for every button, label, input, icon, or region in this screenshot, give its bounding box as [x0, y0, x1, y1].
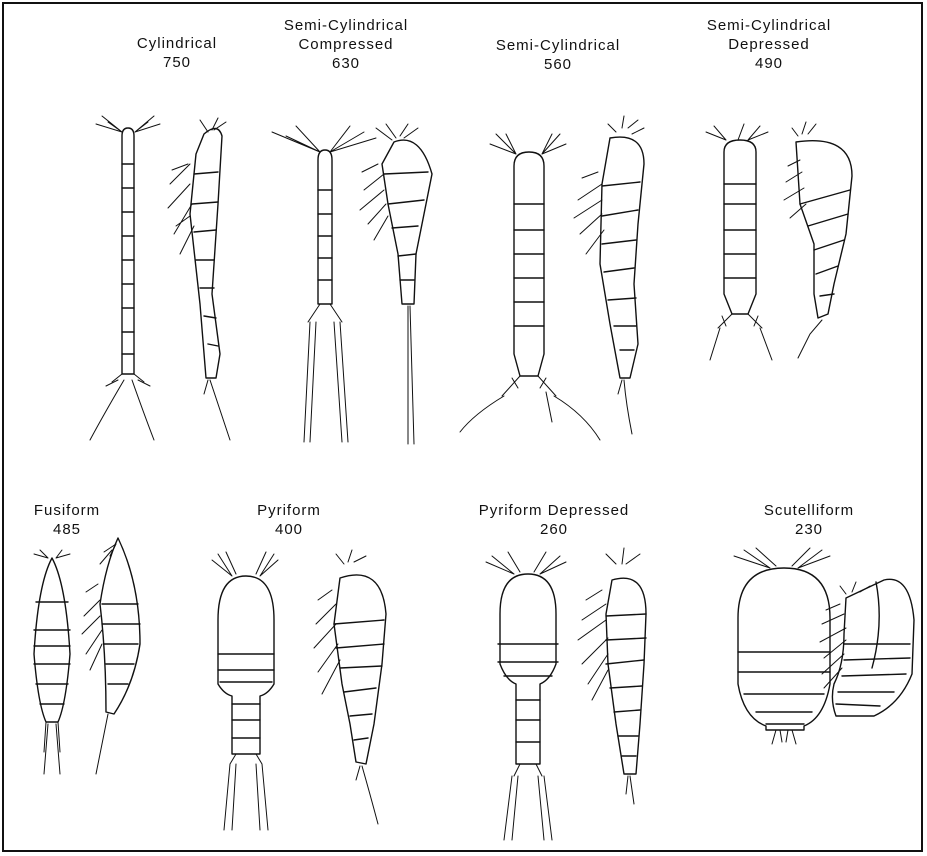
semi-cylindrical-depressed-dorsal-view [706, 124, 772, 360]
semi-cylindrical-compressed-lateral-view [360, 124, 432, 444]
scutelliform-dorsal-view [734, 548, 830, 744]
fusiform-dorsal-view [34, 550, 70, 774]
cylindrical-lateral-view [168, 118, 230, 440]
scutelliform-lateral-view [820, 579, 914, 716]
pyriform-depressed-lateral-view [578, 548, 646, 804]
cylindrical-dorsal-view [90, 116, 160, 440]
pyriform-lateral-view [314, 550, 386, 824]
pyriform-depressed-dorsal-view [486, 552, 566, 840]
semi-cylindrical-depressed-lateral-view [784, 122, 852, 358]
semi-cylindrical-compressed-dorsal-view [272, 126, 376, 442]
fusiform-lateral-view [82, 538, 140, 774]
semi-cylindrical-dorsal-view [460, 134, 600, 440]
pyriform-dorsal-view [212, 552, 278, 830]
semi-cylindrical-lateral-view [574, 116, 644, 434]
copepod-illustrations [4, 4, 921, 850]
